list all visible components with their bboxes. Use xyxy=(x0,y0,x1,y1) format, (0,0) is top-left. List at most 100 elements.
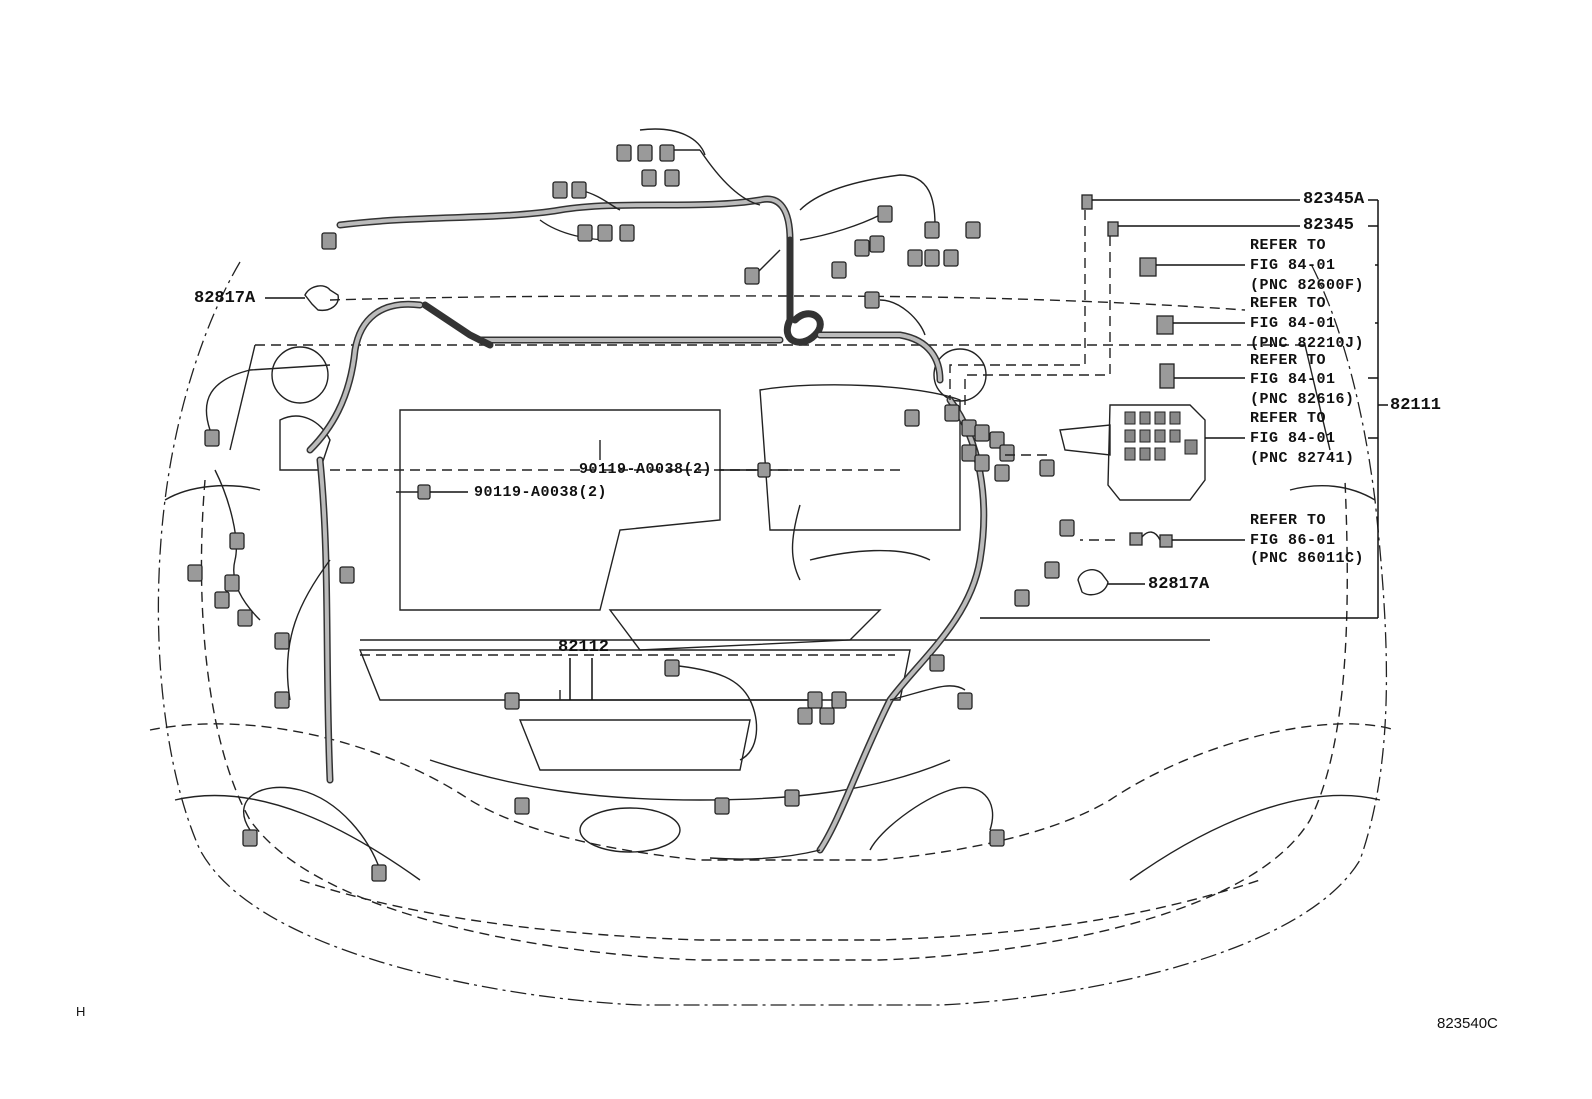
wiring-connector-icon xyxy=(187,564,203,582)
refer-1-line-2: FIG 84-01 xyxy=(1250,257,1336,274)
wiring-connector-icon xyxy=(204,429,220,447)
wiring-connector-icon xyxy=(619,224,635,242)
wiring-connector-icon xyxy=(616,144,632,162)
wiring-connector-icon xyxy=(957,692,973,710)
refer-4-line-3: (PNC 82741) xyxy=(1250,450,1355,467)
wiring-connector-icon xyxy=(659,144,675,162)
wiring-connector-icon xyxy=(664,659,680,677)
wiring-connector-icon xyxy=(784,789,800,807)
wiring-connector-icon xyxy=(321,232,337,250)
wiring-connector-icon xyxy=(552,181,568,199)
bolt-label-lower: 90119-A0038(2) xyxy=(474,484,608,501)
part-number-82345A: 82345A xyxy=(1303,190,1365,209)
part-number-82111: 82111 xyxy=(1390,396,1442,415)
wiring-connector-icon xyxy=(943,249,959,267)
relay-82600F-icon xyxy=(1139,257,1157,277)
wiring-connector-icon xyxy=(974,424,990,442)
wiring-connector-icon xyxy=(924,249,940,267)
part-number-82817A-right: 82817A xyxy=(1148,575,1210,594)
bolt-icon xyxy=(396,462,792,500)
figure-id: 823540C xyxy=(1437,1015,1498,1032)
refer-4-line-1: REFER TO xyxy=(1250,410,1327,427)
wiring-connector-icon xyxy=(504,692,520,710)
wiring-connector-icon xyxy=(1059,519,1075,537)
vehicle-body-outline xyxy=(149,261,1396,1006)
wiring-connector-icon xyxy=(274,632,290,650)
wiring-connector-icon xyxy=(371,864,387,882)
fuse-icons xyxy=(1081,194,1175,548)
wiring-connector-icon xyxy=(831,691,847,709)
wiring-connector-icon xyxy=(974,454,990,472)
relay-82210J-icon xyxy=(1156,315,1174,335)
corner-mark: H xyxy=(76,1004,86,1019)
wiring-connector-icon xyxy=(1039,459,1055,477)
wiring-connector-icon xyxy=(714,797,730,815)
refer-2-line-1: REFER TO xyxy=(1250,295,1327,312)
wiring-connector-icon xyxy=(869,235,885,253)
wiring-connector-icon xyxy=(807,691,823,709)
wiring-connector-icon xyxy=(229,532,245,550)
wiring-connector-icon xyxy=(994,464,1010,482)
wiring-connector-icon xyxy=(999,444,1015,462)
wiring-connector-icon xyxy=(831,261,847,279)
harness-connectors xyxy=(187,144,1075,882)
bolt-label-upper: 90119-A0038(2) xyxy=(579,461,713,478)
wiring-connector-icon xyxy=(924,221,940,239)
refer-5-line-1: REFER TO xyxy=(1250,512,1327,529)
refer-3-line-1: REFER TO xyxy=(1250,352,1327,369)
wiring-connector-icon xyxy=(274,691,290,709)
refer-1-line-1: REFER TO xyxy=(1250,237,1327,254)
part-number-82345: 82345 xyxy=(1303,216,1355,235)
wiring-connector-icon xyxy=(597,224,613,242)
wiring-connector-icon xyxy=(797,707,813,725)
leader-lines xyxy=(265,199,1388,700)
wiring-connector-icon xyxy=(571,181,587,199)
wiring-connector-icon xyxy=(641,169,657,187)
wiring-connector-icon xyxy=(929,654,945,672)
wiring-connector-icon xyxy=(854,239,870,257)
wiring-connector-icon xyxy=(637,144,653,162)
fuse-82345-icon xyxy=(1107,221,1119,237)
wiring-connector-icon xyxy=(224,574,240,592)
wiring-connector-icon xyxy=(242,829,258,847)
wiring-connector-icon xyxy=(819,707,835,725)
harness-clip-icon xyxy=(304,285,1109,596)
part-number-82112: 82112 xyxy=(558,638,610,657)
main-harness xyxy=(306,195,988,854)
refer-3-line-3: (PNC 82616) xyxy=(1250,391,1355,408)
wiring-connector-icon xyxy=(904,409,920,427)
wiring-connector-icon xyxy=(907,249,923,267)
wiring-connector-icon xyxy=(877,205,893,223)
refer-2-line-2: FIG 84-01 xyxy=(1250,315,1336,332)
wiring-connector-icon xyxy=(989,829,1005,847)
wiring-connector-icon xyxy=(864,291,880,309)
wiring-connector-icon xyxy=(961,419,977,437)
refer-2-line-3: (PNC 82210J) xyxy=(1250,335,1365,352)
wiring-connector-icon xyxy=(214,591,230,609)
wiring-connector-icon xyxy=(237,609,253,627)
relay-82616-icon xyxy=(1159,363,1175,389)
relay-block-icon xyxy=(1059,404,1206,501)
branch-wires xyxy=(205,128,994,871)
refer-1-line-3: (PNC 82600F) xyxy=(1250,277,1365,294)
wiring-connector-icon xyxy=(664,169,680,187)
refer-3-line-2: FIG 84-01 xyxy=(1250,371,1336,388)
refer-5-line-2: FIG 86-01 xyxy=(1250,532,1336,549)
wiring-connector-icon xyxy=(989,431,1005,449)
wiring-connector-icon xyxy=(1044,561,1060,579)
wiring-connector-icon xyxy=(961,444,977,462)
wiring-connector-icon xyxy=(965,221,981,239)
wiring-connector-icon xyxy=(514,797,530,815)
engine-components xyxy=(271,346,987,853)
wiring-connector-icon xyxy=(339,566,355,584)
refer-5-line-3: (PNC 86011C) xyxy=(1250,550,1365,567)
sensor-86011C-icon xyxy=(1129,532,1143,546)
wiring-connector-icon xyxy=(1014,589,1030,607)
wiring-connector-icon xyxy=(944,404,960,422)
part-number-82817A-left: 82817A xyxy=(194,289,256,308)
refer-4-line-2: FIG 84-01 xyxy=(1250,430,1336,447)
wiring-connector-icon xyxy=(577,224,593,242)
fuse-82345A-icon xyxy=(1081,194,1093,210)
wiring-connector-icon xyxy=(744,267,760,285)
